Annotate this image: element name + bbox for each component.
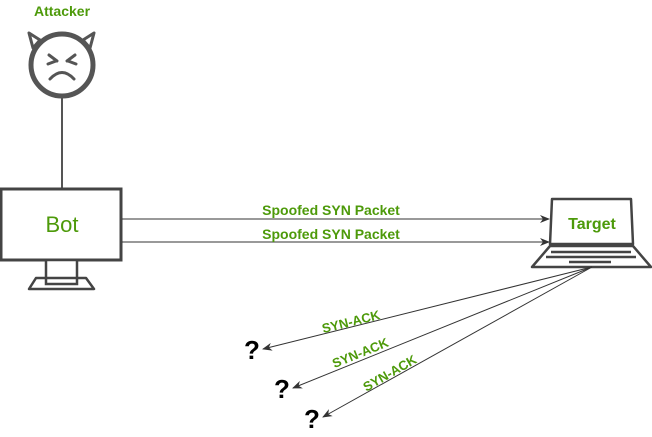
syn-ack-arrow-1 — [262, 266, 593, 351]
monitor-icon — [0, 187, 123, 291]
syn-ack-arrow-2 — [292, 266, 593, 389]
syn-ack-label-2: SYN-ACK — [330, 335, 391, 371]
unknown-destination-3: ? — [304, 404, 320, 434]
syn-ack-arrow-3 — [322, 266, 593, 418]
angry-devil-face-icon — [27, 31, 96, 99]
unknown-destination-1: ? — [244, 335, 260, 365]
unknown-destination-2: ? — [274, 374, 290, 404]
bot-label: Bot — [45, 212, 78, 237]
attacker-label: Attacker — [34, 3, 91, 19]
spoofed-syn-label-2: Spoofed SYN Packet — [262, 226, 400, 242]
syn-ack-label-1: SYN-ACK — [320, 307, 382, 336]
target-label: Target — [568, 216, 616, 233]
syn-ack-label-3: SYN-ACK — [360, 351, 419, 394]
spoofed-syn-label-1: Spoofed SYN Packet — [262, 202, 400, 218]
laptop-icon — [530, 197, 652, 269]
